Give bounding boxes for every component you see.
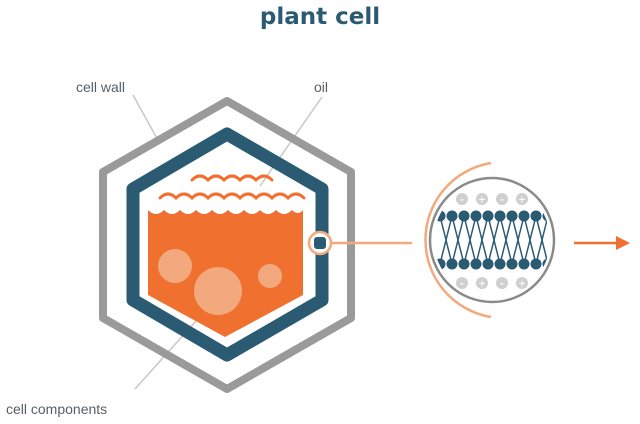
lipid-tails-bottom xyxy=(439,239,549,265)
charge-symbol: - xyxy=(460,196,464,206)
cell-component xyxy=(158,249,192,283)
charge-symbol: - xyxy=(500,280,504,290)
charge-symbol: + xyxy=(518,196,526,206)
cell-wall xyxy=(99,97,355,393)
charge-symbol: + xyxy=(478,196,486,206)
label-cell-wall: cell wall xyxy=(76,79,126,95)
membrane-zoom-circle xyxy=(428,176,556,304)
cell-wall-leader-line xyxy=(132,94,161,145)
label-cell-components: cell components xyxy=(6,401,108,417)
charge-symbol: - xyxy=(460,280,464,290)
cell-component xyxy=(194,267,242,315)
label-oil: oil xyxy=(314,79,329,95)
charge-symbol: + xyxy=(518,280,526,290)
arrow-right-icon xyxy=(574,236,630,250)
oil-wave-top xyxy=(190,174,274,183)
zoom-arc xyxy=(424,161,492,319)
cell-membrane xyxy=(126,127,329,362)
charge-symbol: - xyxy=(500,196,504,206)
charge-markers-top: - + - + xyxy=(456,193,528,206)
diagram-title: plant cell xyxy=(259,4,381,30)
cell-component xyxy=(258,264,282,288)
charge-symbol: + xyxy=(478,280,486,290)
charge-markers-bottom: - + - + xyxy=(456,277,528,290)
oil-wave-bottom xyxy=(158,192,306,201)
membrane-zoom-marker-inner xyxy=(314,237,326,249)
